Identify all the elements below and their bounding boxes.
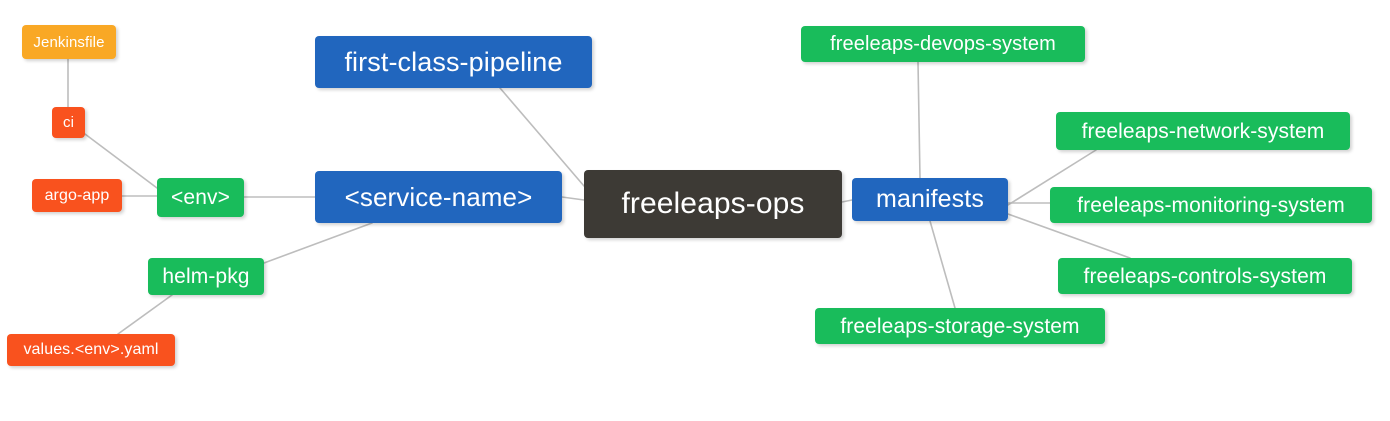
node-ci[interactable]: ci [52, 107, 85, 138]
node-service-name[interactable]: <service-name> [315, 171, 562, 223]
node-helm-pkg[interactable]: helm-pkg [148, 258, 264, 295]
edge-helm-pkg-to-values-env-yaml [117, 294, 173, 335]
node-first-class-pipeline[interactable]: first-class-pipeline [315, 36, 592, 88]
node-values-env-yaml[interactable]: values.<env>.yaml [7, 334, 175, 366]
node-manifests[interactable]: manifests [852, 178, 1008, 221]
node-Jenkinsfile[interactable]: Jenkinsfile [22, 25, 116, 59]
node-argo-app[interactable]: argo-app [32, 179, 122, 212]
node-freeleaps-network-system[interactable]: freeleaps-network-system [1056, 112, 1350, 150]
edge-freeleaps-ops-to-service-name [561, 196, 585, 201]
node-freeleaps-devops-system[interactable]: freeleaps-devops-system [801, 26, 1085, 62]
node-freeleaps-ops[interactable]: freeleaps-ops [584, 170, 842, 238]
node-freeleaps-storage-system[interactable]: freeleaps-storage-system [815, 308, 1105, 344]
node-freeleaps-monitoring-system[interactable]: freeleaps-monitoring-system [1050, 187, 1372, 223]
edge-freeleaps-ops-to-manifests [841, 199, 853, 203]
edge-manifests-to-freeleaps-devops-system [917, 61, 921, 179]
edge-manifests-to-freeleaps-storage-system [929, 220, 956, 309]
node-freeleaps-controls-system[interactable]: freeleaps-controls-system [1058, 258, 1352, 294]
edge-service-name-to-helm-pkg [263, 222, 373, 264]
node-env[interactable]: <env> [157, 178, 244, 217]
